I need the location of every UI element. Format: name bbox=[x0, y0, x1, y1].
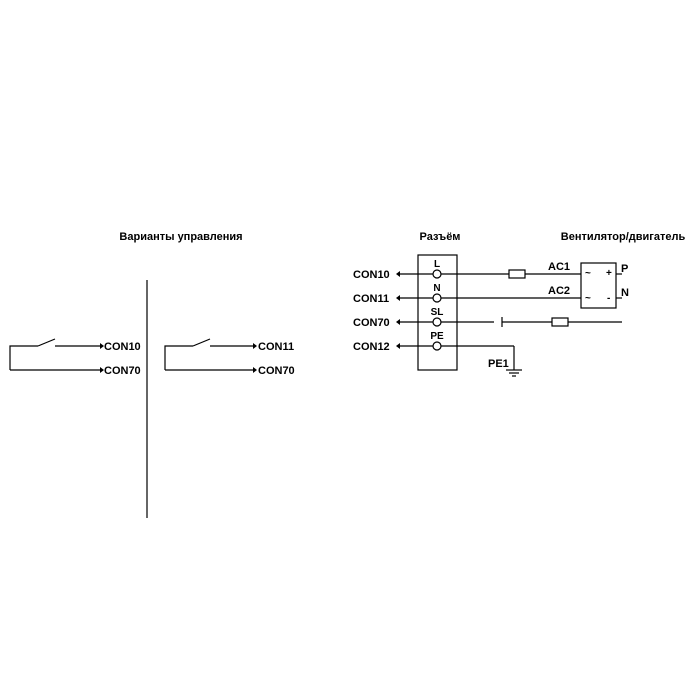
diode-icon bbox=[494, 317, 502, 327]
terminal-sl bbox=[432, 317, 442, 327]
connector-left-wires bbox=[396, 271, 433, 349]
motor-plus: + bbox=[606, 268, 612, 279]
terminal-pe bbox=[432, 341, 442, 351]
wire-label-con10: CON10 bbox=[353, 269, 390, 281]
terminal-l bbox=[432, 269, 442, 279]
pin-label-l: L bbox=[434, 259, 440, 270]
wire-label-con11: CON11 bbox=[353, 293, 389, 305]
pin-label-sl: SL bbox=[431, 307, 444, 318]
motor-ac2-label: AC2 bbox=[548, 285, 570, 297]
title-connector: Разъём bbox=[420, 231, 461, 243]
motor-tilde-2: ~ bbox=[585, 293, 591, 304]
connector-block bbox=[417, 254, 458, 371]
ground-icon bbox=[506, 369, 522, 377]
variant-2-circuit: CON11 CON70 bbox=[164, 338, 295, 377]
variant-2-lower-label: CON70 bbox=[258, 365, 295, 377]
variant-2-upper-label: CON11 bbox=[258, 341, 294, 353]
terminal-n bbox=[432, 293, 442, 303]
motor-n-label: N bbox=[621, 287, 629, 299]
motor-minus: - bbox=[607, 293, 610, 304]
pin-label-pe: PE bbox=[430, 331, 444, 342]
title-control-variants: Варианты управления bbox=[119, 231, 242, 243]
motor-box bbox=[580, 262, 617, 309]
wire-label-con12: CON12 bbox=[353, 341, 390, 353]
pin-label-n: N bbox=[433, 283, 440, 294]
switch-contact-2 bbox=[192, 338, 211, 347]
variant-1-lower-label: CON70 bbox=[104, 365, 141, 377]
motor-tilde-1: ~ bbox=[585, 268, 591, 279]
motor-p-label: P bbox=[621, 263, 628, 275]
ground-label: PE1 bbox=[488, 358, 509, 370]
switch-contact-1 bbox=[37, 338, 56, 347]
title-fan-motor: Вентилятор/двигатель bbox=[561, 231, 686, 243]
connector-right-wires bbox=[441, 269, 622, 370]
motor-ac1-label: AC1 bbox=[548, 261, 570, 273]
resistor-icon bbox=[551, 317, 569, 327]
variant-1-upper-label: CON10 bbox=[104, 341, 141, 353]
fuse-icon bbox=[508, 269, 526, 279]
wire-label-con70: CON70 bbox=[353, 317, 390, 329]
variant-1-circuit: CON10 CON70 bbox=[9, 338, 141, 377]
